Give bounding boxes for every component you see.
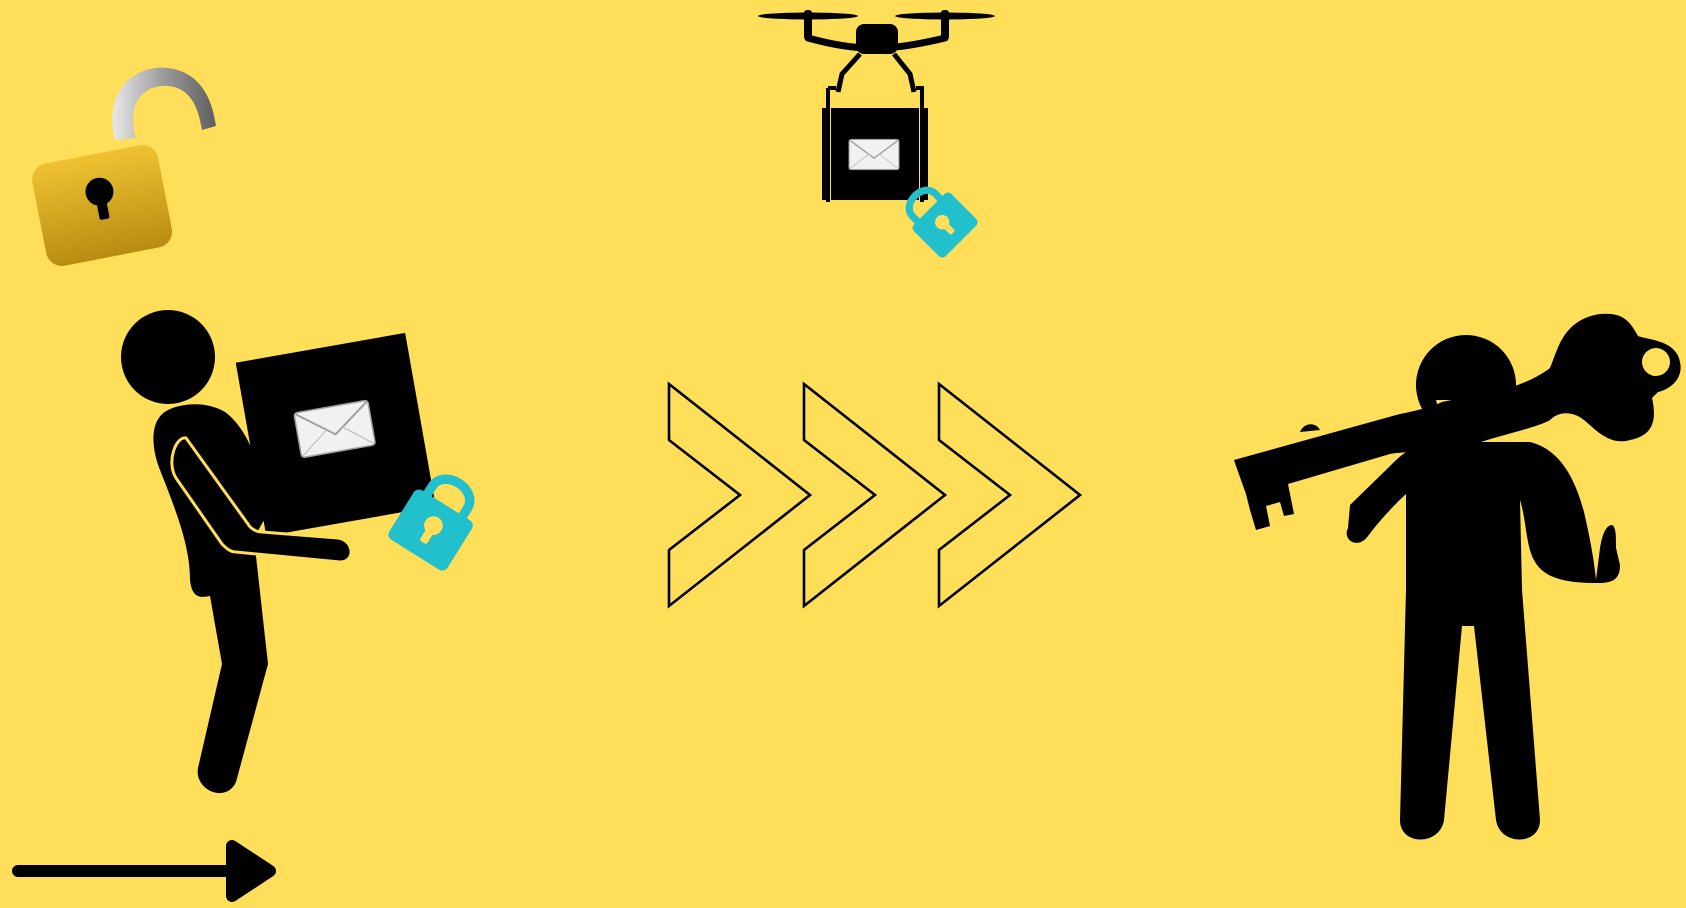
envelope-icon [849,139,899,169]
sender-head [121,310,215,404]
